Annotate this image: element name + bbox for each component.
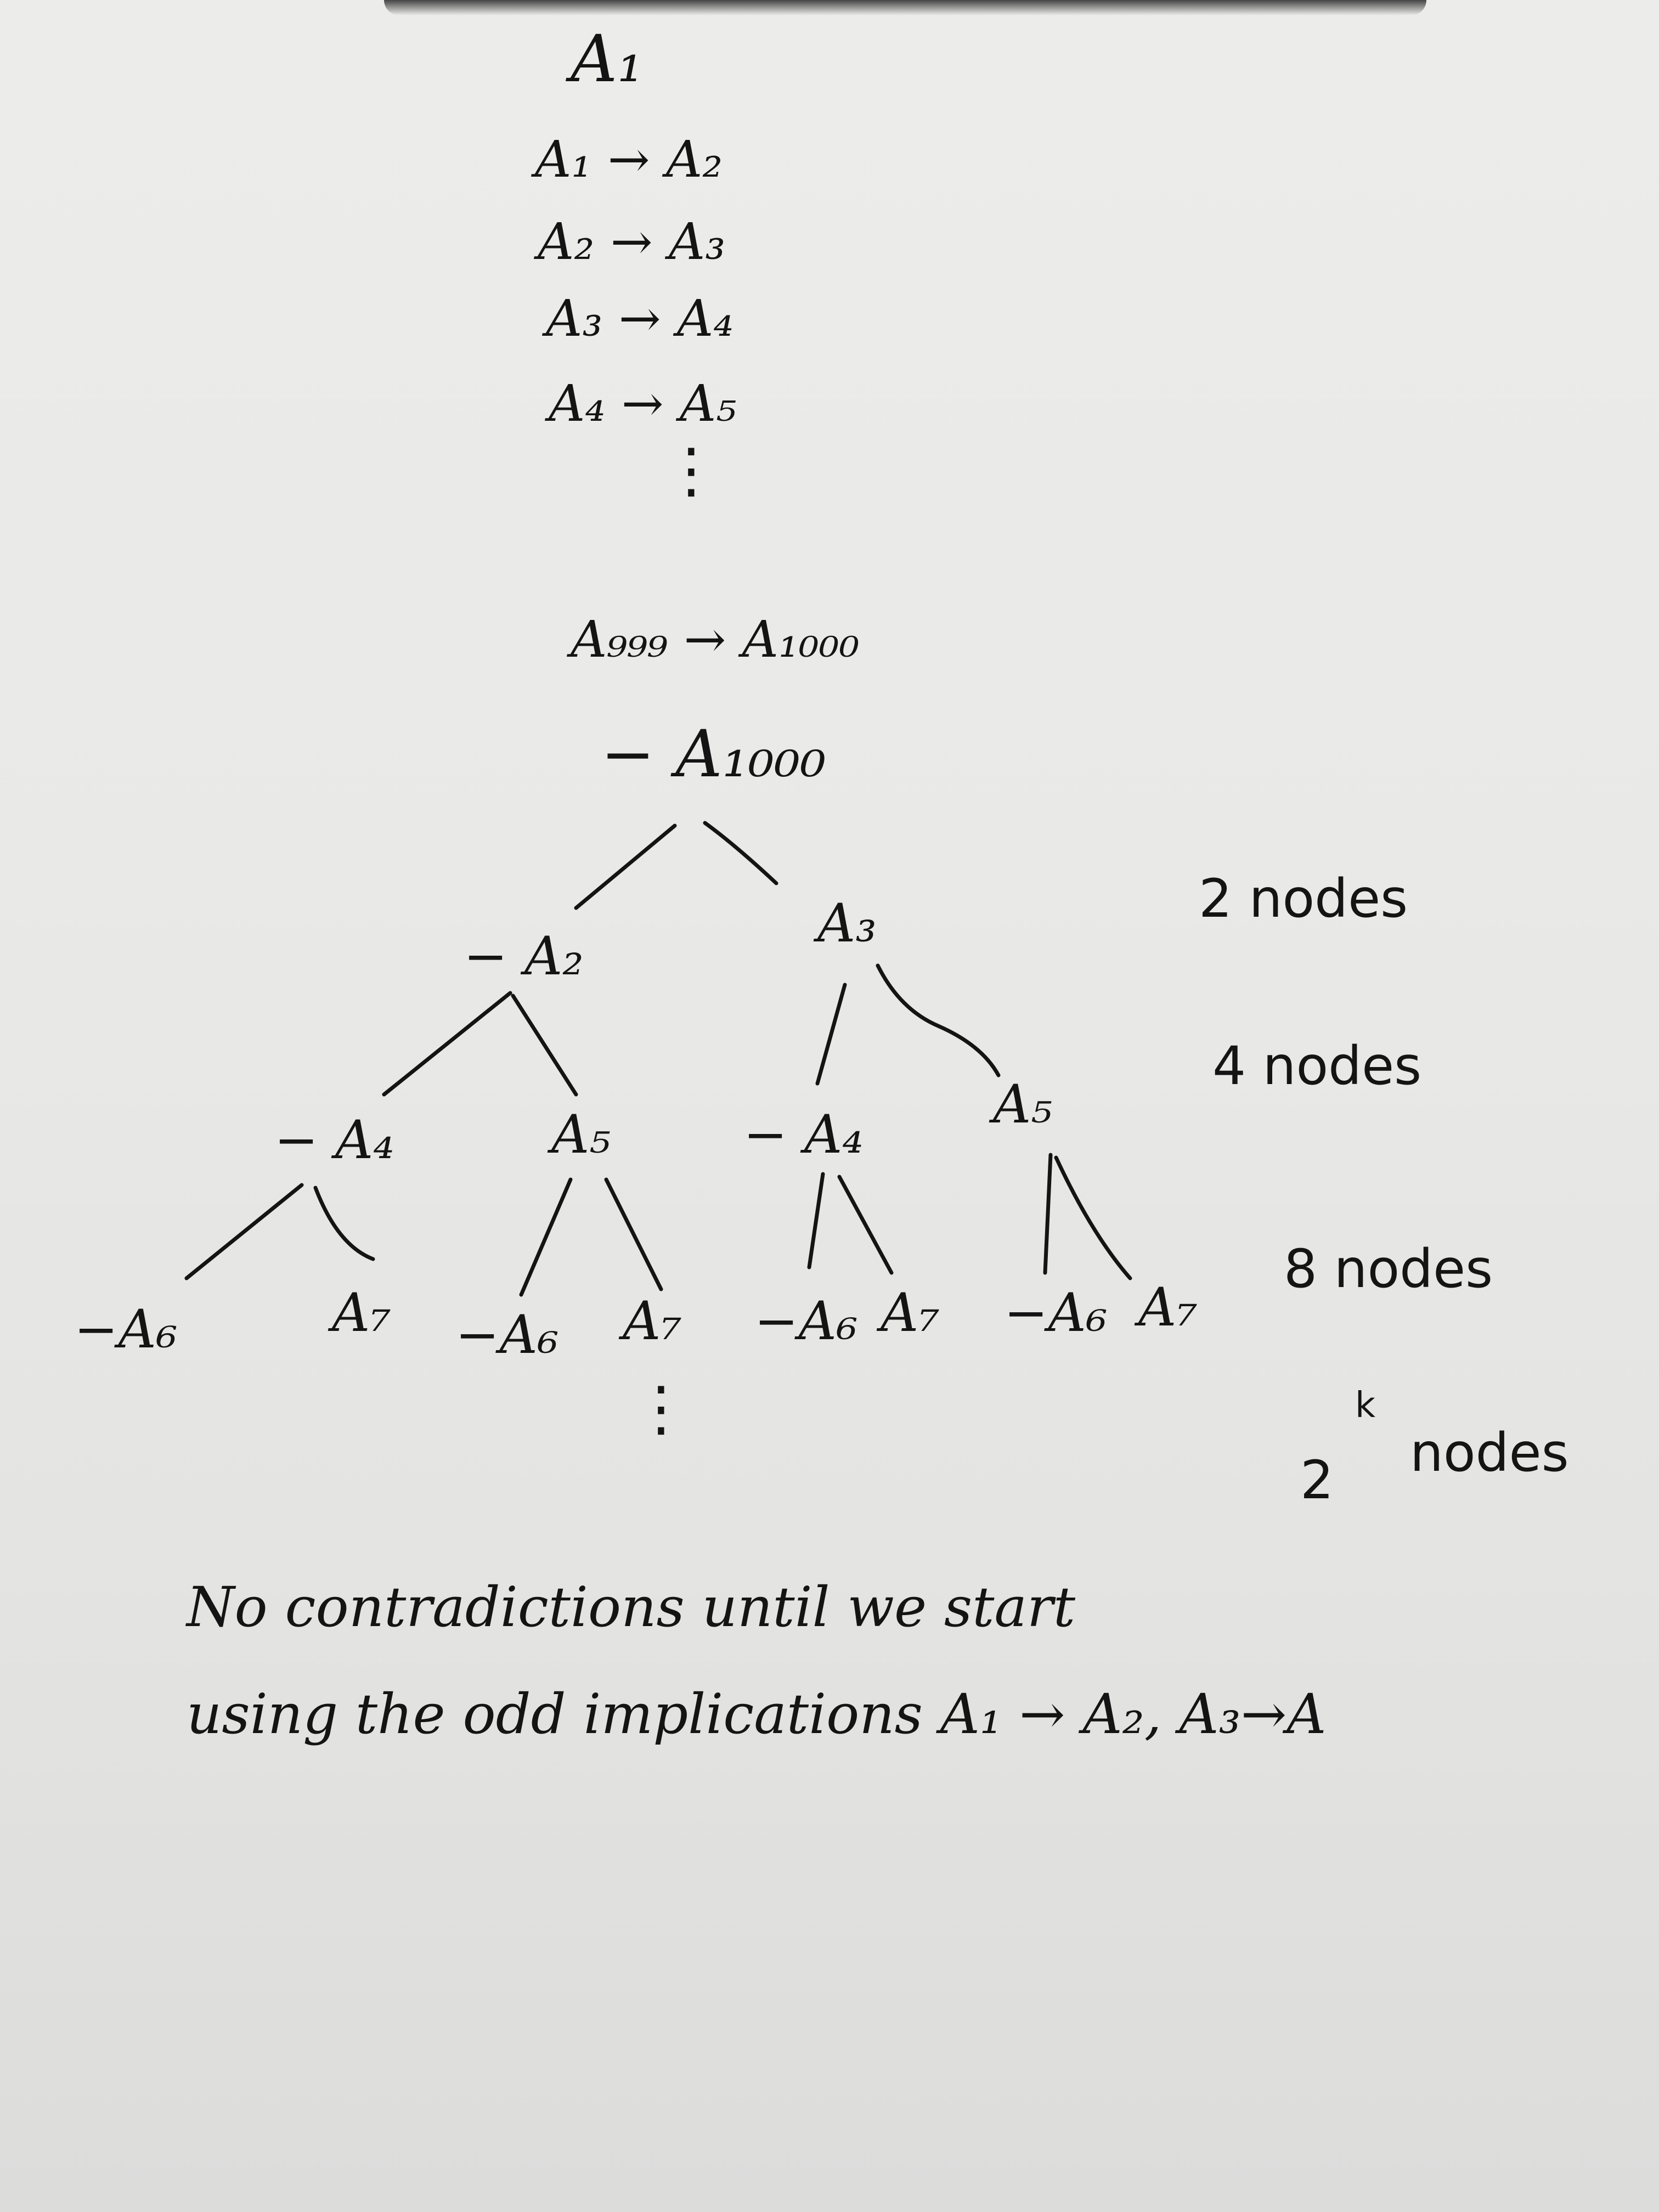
edge-l2c-left — [807, 1172, 825, 1269]
edge-l1b-left — [815, 983, 847, 1086]
tree-node-l2-3: A₅ — [993, 1074, 1052, 1135]
edge-l2a-right — [313, 1186, 375, 1261]
count-general-label: nodes — [1410, 1422, 1569, 1483]
premise-a1: A₁ — [571, 21, 644, 97]
edge-l2d-left — [1043, 1153, 1053, 1275]
edge-l2b-right — [604, 1177, 663, 1291]
tree-node-l2-1: A₅ — [551, 1104, 611, 1165]
edge-l2b-left — [519, 1177, 573, 1297]
tree-node-l3-5: A₇ — [881, 1282, 940, 1344]
edge-l1a-right — [511, 994, 578, 1097]
caption-line-2: using the odd implications A₁ → A₂, A₃→A — [187, 1682, 1327, 1746]
premise-a1-a2: A₁ → A₂ — [535, 130, 723, 189]
edge-l2a-left — [184, 1183, 304, 1280]
edge-l1b-right — [876, 963, 1001, 1077]
tree-node-l3-4: −A₆ — [754, 1290, 858, 1352]
edge-l1a-left — [382, 991, 512, 1097]
count-level1: 2 nodes — [1199, 868, 1408, 929]
premise-a3-a4: A₃ → A₄ — [546, 289, 734, 348]
tree-node-l2-2: − A₄ — [743, 1104, 864, 1165]
tree-node-l1-1: A₃ — [817, 893, 877, 954]
tree-node-l1-0: − A₂ — [464, 926, 584, 987]
count-level2: 4 nodes — [1212, 1035, 1422, 1097]
tree-node-l2-0: − A₄ — [274, 1109, 394, 1171]
tree-node-l3-1: A₇ — [332, 1282, 391, 1344]
tree-node-l3-6: −A₆ — [1004, 1282, 1108, 1344]
edge-root-left — [574, 823, 677, 910]
tree-node-l3-0: −A₆ — [74, 1299, 178, 1360]
count-general-exponent: k — [1355, 1385, 1376, 1426]
count-general-base: 2 — [1300, 1449, 1334, 1511]
tree-node-l3-3: A₇ — [623, 1290, 682, 1352]
premise-a2-a3: A₂ → A₃ — [538, 212, 726, 271]
edge-root-right — [703, 821, 778, 885]
tree-root: − A₁₀₀₀ — [601, 716, 826, 792]
edge-l2c-right — [837, 1175, 894, 1275]
tree-node-l3-2: −A₆ — [455, 1304, 559, 1365]
paper-edge-shadow — [384, 0, 1426, 15]
premise-a999-a1000: A₉₉₉ → A₁₀₀₀ — [571, 610, 860, 669]
tree-node-l3-7: A₇ — [1138, 1277, 1198, 1338]
caption-line-1: No contradictions until we start — [187, 1575, 1076, 1639]
edge-l2d-right — [1054, 1155, 1132, 1280]
count-level3: 8 nodes — [1284, 1238, 1493, 1300]
premise-a4-a5: A₄ → A₅ — [549, 374, 737, 433]
